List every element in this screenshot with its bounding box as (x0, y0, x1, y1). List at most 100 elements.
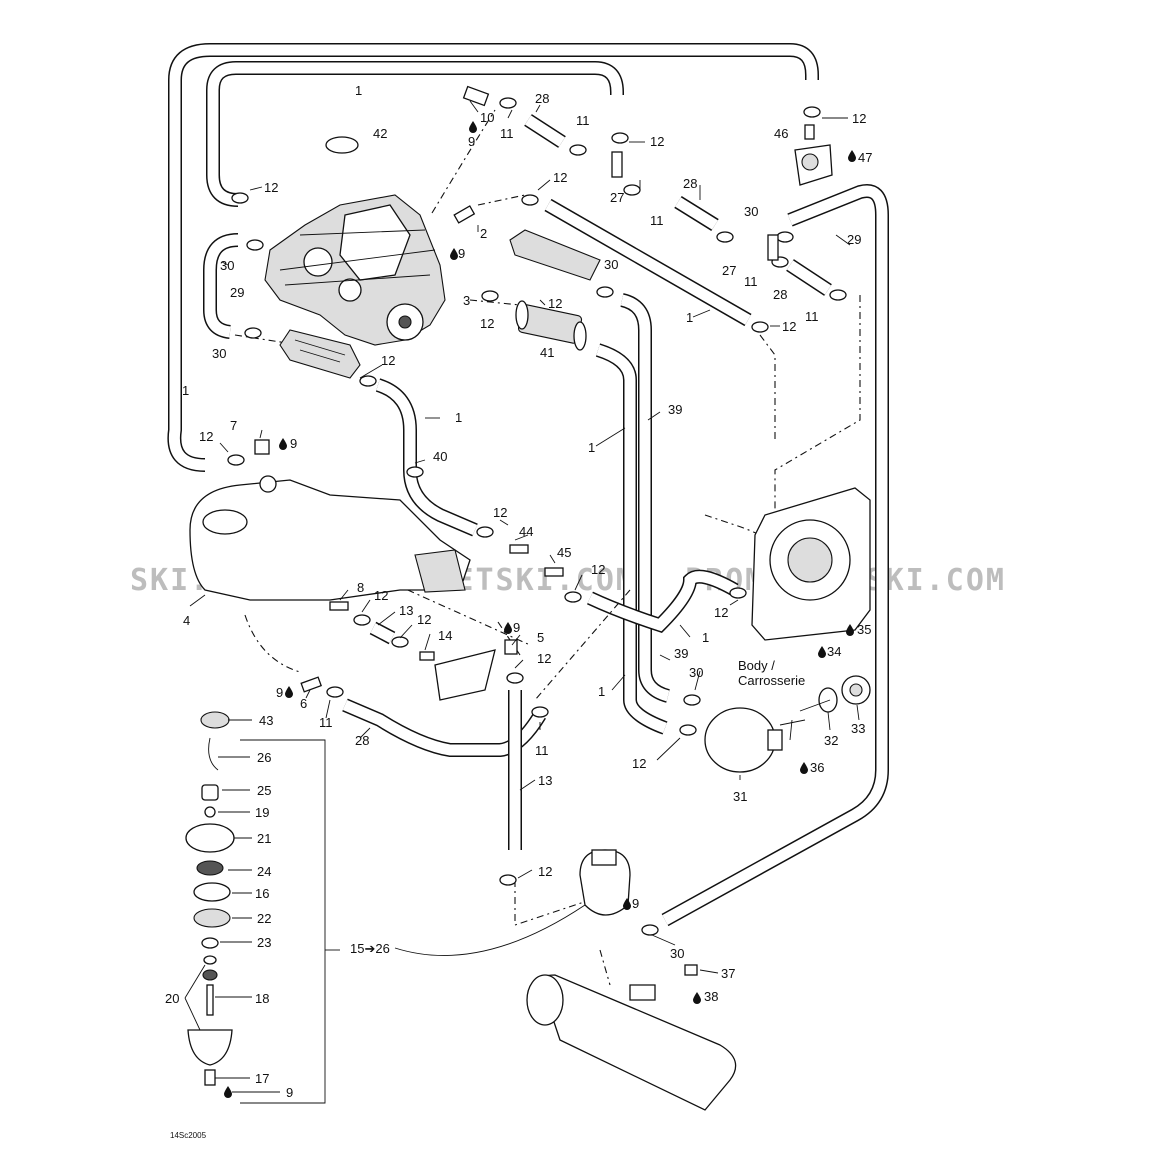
callout-12-i: 12 (199, 429, 213, 444)
callout-46: 46 (774, 126, 788, 141)
callout-9-g: 9 (286, 1085, 293, 1100)
callout-1-top: 1 (355, 83, 362, 98)
clamps (227, 97, 847, 936)
callout-11-c: 11 (650, 213, 664, 228)
callout-12-n: 12 (417, 612, 431, 627)
callout-12-m: 12 (374, 588, 388, 603)
callout-17: 17 (255, 1071, 269, 1086)
leader-lines (184, 100, 860, 1093)
callout-12-a: 12 (264, 180, 278, 195)
callout-32: 32 (824, 733, 838, 748)
callout-30-c: 30 (744, 204, 758, 219)
callout-12-h: 12 (381, 353, 395, 368)
callout-20: 20 (165, 991, 179, 1006)
callout-37: 37 (721, 966, 735, 981)
callout-22: 22 (257, 911, 271, 926)
body-plate (751, 487, 871, 641)
callout-16: 16 (255, 886, 269, 901)
callout-47: 47 (858, 150, 872, 165)
body-label-line1: Body / (738, 658, 775, 673)
kit-bracket (240, 739, 326, 1104)
callout-25: 25 (257, 783, 271, 798)
callout-4: 4 (183, 613, 190, 628)
callout-9-b: 9 (458, 246, 465, 261)
callout-13-a: 13 (399, 603, 413, 618)
callout-8: 8 (357, 580, 364, 595)
callout-30-b: 30 (212, 346, 226, 361)
callout-12-f: 12 (548, 296, 562, 311)
callout-28-b: 28 (683, 176, 697, 191)
muffler-tank (189, 475, 471, 601)
water-separator (579, 849, 631, 916)
callout-28-d: 28 (355, 733, 369, 748)
drop-icon (285, 686, 293, 698)
callout-29-a: 29 (230, 285, 244, 300)
drop-icon (848, 150, 856, 162)
drop-icon (818, 646, 826, 658)
drop-icon (224, 1086, 232, 1098)
callout-29-b: 29 (847, 232, 861, 247)
callout-11-e: 11 (805, 309, 819, 324)
thermostat-housing (515, 300, 587, 351)
pump-47 (794, 144, 833, 186)
callout-7: 7 (230, 418, 237, 433)
callout-36: 36 (810, 760, 824, 775)
callout-30-e: 30 (689, 665, 703, 680)
callout-9-f: 9 (632, 896, 639, 911)
callout-12-p: 12 (632, 756, 646, 771)
callout-12-o: 12 (537, 651, 551, 666)
body-label-line2: Carrosserie (738, 673, 805, 688)
callout-5: 5 (537, 630, 544, 645)
callout-9-a: 9 (468, 134, 475, 149)
callout-26: 26 (257, 750, 271, 765)
callout-35: 35 (857, 622, 871, 637)
callout-9-c: 9 (290, 436, 297, 451)
drop-icon (504, 622, 512, 634)
callout-9-d: 9 (513, 620, 520, 635)
callout-9-e: 9 (276, 685, 283, 700)
callout-24: 24 (257, 864, 271, 879)
callout-30-d: 30 (604, 257, 618, 272)
callout-11-d: 11 (744, 274, 758, 289)
callout-28-c: 28 (773, 287, 787, 302)
callout-12-j: 12 (493, 505, 507, 520)
callout-1-body: 1 (702, 630, 709, 645)
engine (264, 194, 446, 346)
callout-1-diag: 1 (686, 310, 693, 325)
callout-12-d: 12 (553, 170, 567, 185)
callout-27-b: 27 (722, 263, 736, 278)
drop-icon (800, 762, 808, 774)
callout-12-k: 12 (591, 562, 605, 577)
callout-13-b: 13 (538, 773, 552, 788)
callout-3: 3 (463, 293, 470, 308)
drop-icon (623, 898, 631, 910)
fittings (254, 85, 815, 976)
callout-12-b: 12 (650, 134, 664, 149)
callout-28-a: 28 (535, 91, 549, 106)
callout-11-a: 11 (500, 126, 514, 141)
callout-40: 40 (433, 449, 447, 464)
callout-30-f: 30 (670, 946, 684, 961)
callout-34: 34 (827, 644, 841, 659)
callout-18: 18 (255, 991, 269, 1006)
callout-19: 19 (255, 805, 269, 820)
callout-27-a: 27 (610, 190, 624, 205)
callout-11-b: 11 (576, 113, 590, 128)
callout-44: 44 (519, 524, 533, 539)
fitting-parts (818, 675, 871, 713)
callout-2: 2 (480, 226, 487, 241)
callout-12-q: 12 (538, 864, 552, 879)
callout-12-e: 12 (480, 316, 494, 331)
callout-33: 33 (851, 721, 865, 736)
intercooler (509, 229, 601, 281)
water-box (526, 974, 737, 1111)
expansion-tank (704, 707, 783, 773)
callout-38: 38 (704, 989, 718, 1004)
callout-42: 42 (373, 126, 387, 141)
callout-39-b: 39 (674, 646, 688, 661)
callouts: 1 1 1 1 1 1 1 2 3 4 5 6 7 8 9 9 9 9 9 9 … (165, 83, 872, 1140)
drop-icon (693, 992, 701, 1004)
callout-1-lower: 1 (598, 684, 605, 699)
callout-45: 45 (557, 545, 571, 560)
